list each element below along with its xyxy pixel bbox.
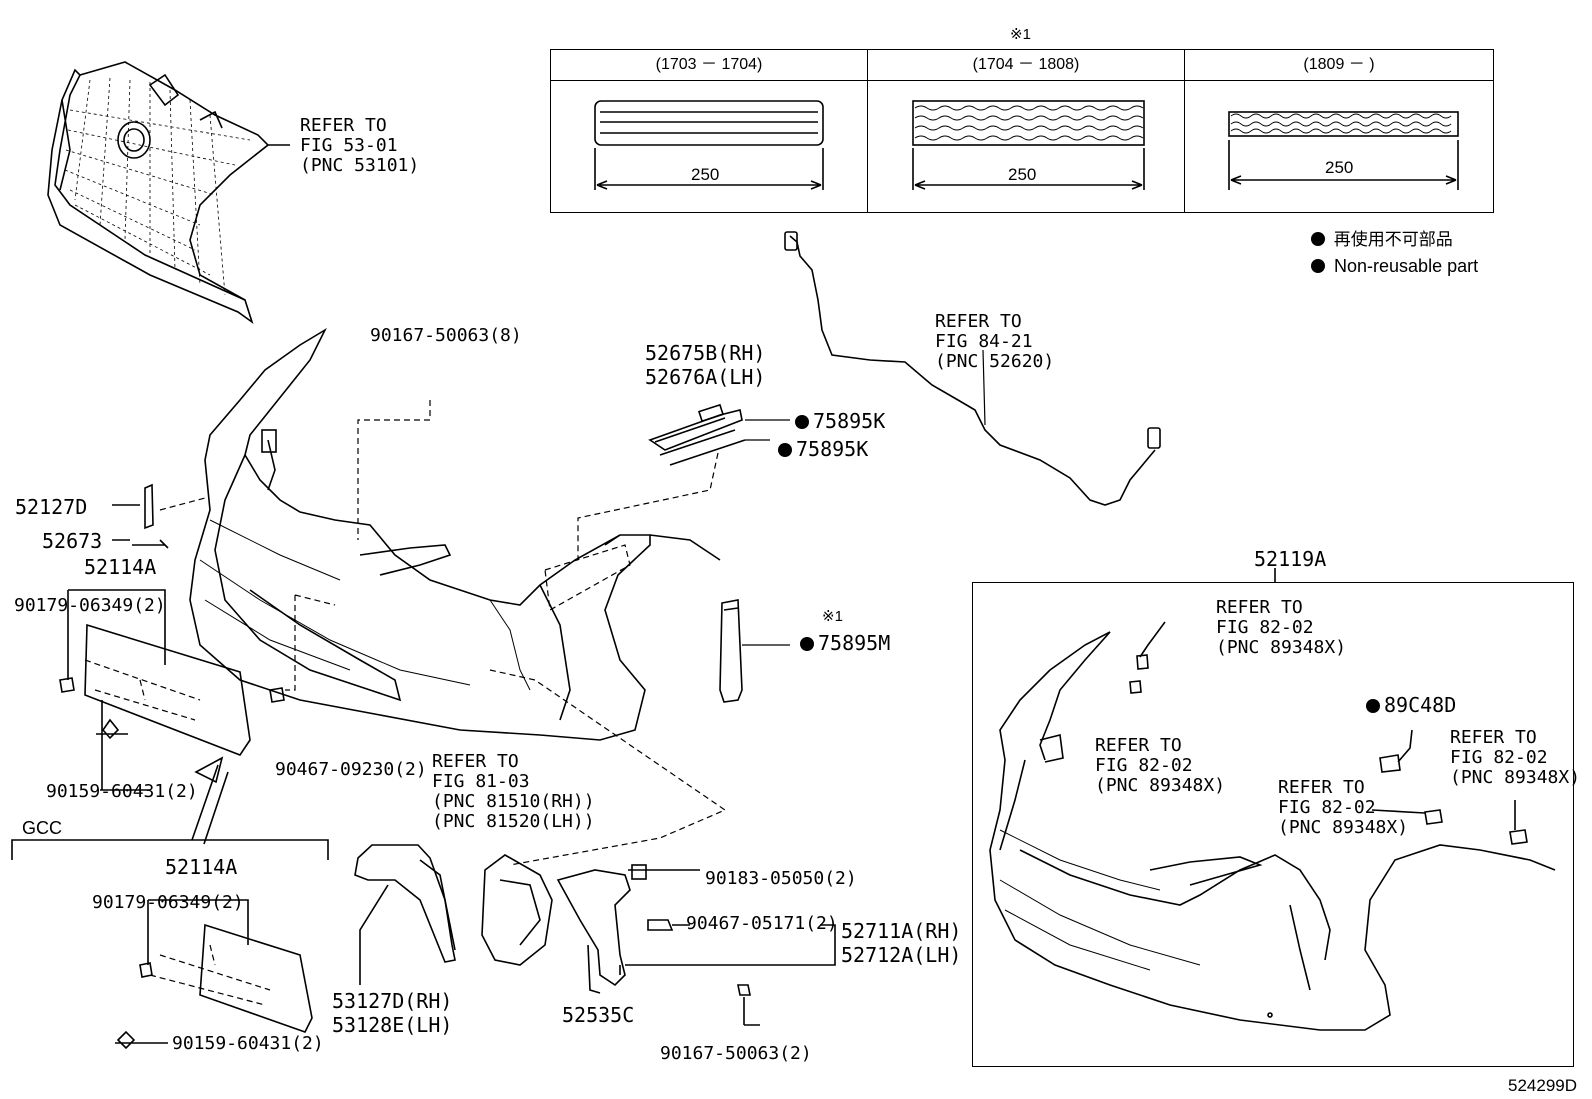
part-90167-bottom: 90167-50063(2) [660, 1043, 812, 1064]
molding-pieces [648, 403, 790, 466]
wire-refer-label: REFER TO FIG 84-21 (PNC 52620) [935, 311, 1055, 372]
lamp-refer-label: REFER TO FIG 81-03 (PNC 81510(RH)) (PNC … [432, 751, 595, 832]
sensor-refer-left: REFER TO FIG 82-02 (PNC 89348X) [1095, 735, 1226, 796]
part-90159-top: 90159-60431(2) [46, 781, 198, 802]
part-52675B: 52675B(RH) [645, 341, 766, 365]
part-53127D: 53127D(RH) [332, 989, 453, 1013]
side-strip-illustration [719, 599, 790, 703]
part-52114A-top: 52114A [84, 555, 157, 579]
part-52711A: 52711A(RH) [841, 919, 962, 943]
part-52673: 52673 [42, 529, 103, 553]
part-90167-top: 90167-50063(8) [370, 325, 522, 346]
sensor-refer-mid: REFER TO FIG 82-02 (PNC 89348X) [1278, 777, 1409, 838]
lower-center-parts [354, 844, 836, 1026]
part-52535C: 52535C [562, 1003, 635, 1027]
legend-en: Non-reusable part [1311, 256, 1478, 276]
table-header-1: (1703 － 1704) [551, 50, 867, 81]
dimension-label-2: 250 [1008, 165, 1037, 184]
part-90179-top: 90179-06349(2) [14, 595, 166, 616]
grille-refer-label: REFER TO FIG 53-01 (PNC 53101) [300, 115, 420, 176]
bullet-icon [1311, 232, 1325, 246]
part-90183: 90183-05050(2) [705, 868, 857, 889]
table-sketches [594, 100, 1459, 190]
part-75895M: 75895M [800, 632, 890, 654]
part-53128E: 53128E(LH) [332, 1013, 453, 1037]
table-header-2: (1704 － 1808) [868, 50, 1184, 81]
table-column-2: (1704 － 1808) 250 [868, 50, 1185, 212]
sensor-refer-right: REFER TO FIG 82-02 (PNC 89348X) [1450, 727, 1581, 788]
gcc-illustration [11, 839, 329, 1050]
wire-harness [784, 231, 1161, 506]
table-note-mark: ※1 [1010, 26, 1031, 43]
part-52676A: 52676A(LH) [645, 365, 766, 389]
dimension-label-1: 250 [691, 165, 720, 184]
bumper-assembly-illustration [989, 568, 1556, 1031]
part-75895K-1: 75895K [795, 410, 885, 432]
part-89C48D: 89C48D [1366, 694, 1456, 716]
variant-table: (1703 － 1704) 250 (1704 － 1808) 250 (180… [550, 49, 1494, 213]
bumper-assembly-box [972, 582, 1574, 1067]
part-90159-bottom: 90159-60431(2) [172, 1033, 324, 1054]
part-52119A: 52119A [1254, 547, 1327, 571]
table-header-3: (1809 － ) [1185, 50, 1493, 81]
part-90179-bottom: 90179-06349(2) [92, 892, 244, 913]
grille-illustration [47, 61, 290, 325]
part-52712A: 52712A(LH) [841, 943, 962, 967]
bullet-icon [1311, 259, 1325, 273]
sensor-refer-top: REFER TO FIG 82-02 (PNC 89348X) [1216, 597, 1347, 658]
part-52127D: 52127D [15, 495, 88, 519]
dimension-label-3: 250 [1325, 158, 1354, 177]
part-75895K-2: 75895K [778, 438, 868, 460]
legend-en-text: Non-reusable part [1334, 256, 1479, 276]
gcc-label: GCC [22, 818, 62, 838]
left-fittings [59, 483, 285, 845]
part-75895M-note: ※1 [822, 608, 843, 625]
front-bumper-illustration [189, 327, 721, 741]
legend-jp: 再使用不可部品 [1311, 230, 1453, 250]
legend-jp-text: 再使用不可部品 [1333, 230, 1453, 249]
table-column-3: (1809 － ) 250 [1185, 50, 1493, 212]
table-column-1: (1703 － 1704) 250 [551, 50, 868, 212]
part-90467-09230: 90467-09230(2) [275, 759, 427, 780]
diagram-id: 524299D [1508, 1076, 1578, 1095]
dashed-leaders [84, 400, 727, 1006]
part-90467-05171: 90467-05171(2) [686, 913, 838, 934]
part-52114A-bottom: 52114A [165, 855, 238, 879]
